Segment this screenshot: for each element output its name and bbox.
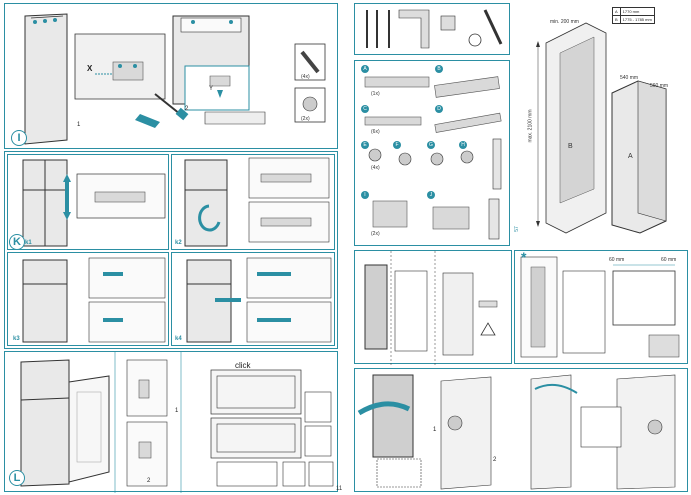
label-step-2: 2 bbox=[185, 106, 189, 112]
dim-air-gap-right: 60 mm bbox=[661, 257, 677, 263]
table-value-a: 1770 mm bbox=[619, 7, 655, 16]
dim-width: 540 mm bbox=[620, 75, 639, 81]
qty-part-c: (6x) bbox=[371, 129, 380, 135]
panel-i-door-hinge: I X Y 1 2 (4x) (2x) bbox=[4, 3, 338, 149]
table-header-b: B bbox=[612, 15, 621, 24]
step-k1-label: k1 bbox=[25, 240, 32, 246]
part-c-marker: C bbox=[361, 105, 369, 113]
parts-illustration bbox=[364, 76, 502, 240]
page-number: 11 bbox=[336, 486, 343, 492]
dim-max-height: max. 2100 mm bbox=[527, 109, 534, 143]
label-y: Y bbox=[209, 86, 214, 92]
panel-door-installation: 1 2 bbox=[354, 368, 688, 492]
label-step-1: 1 bbox=[77, 122, 81, 128]
door-installation-illustration bbox=[357, 374, 676, 490]
qty-part-a: (1x) bbox=[371, 91, 380, 97]
table-value-b: 1775 - 1785 mm bbox=[619, 15, 655, 24]
panel-k-illustration bbox=[22, 157, 332, 343]
niche-ventilation-illustration bbox=[364, 251, 498, 365]
panel-parts: A B C D E F G H I J (1x) (6x) (4x) (2x) bbox=[354, 60, 510, 246]
part-b-marker: B bbox=[435, 65, 443, 73]
part-f-marker: F bbox=[393, 141, 401, 149]
panel-l-door-handle: L click 1 2 bbox=[4, 351, 338, 493]
document-code: 57 bbox=[513, 226, 520, 232]
label-l-step-1: 1 bbox=[175, 408, 179, 414]
part-e-marker: E bbox=[361, 141, 369, 149]
panel-niche-ventilation bbox=[354, 250, 512, 365]
panel-k-door-reversal: K k1 k2 k3 k4 bbox=[4, 151, 338, 349]
tools-illustration bbox=[366, 9, 503, 49]
label-a: A bbox=[628, 153, 633, 160]
label-b: B bbox=[568, 143, 573, 150]
part-i-marker: I bbox=[361, 191, 369, 199]
panel-tools bbox=[354, 3, 510, 55]
label-x: X bbox=[87, 64, 93, 73]
air-gap-illustration bbox=[520, 256, 680, 358]
panel-k-badge: K bbox=[9, 234, 25, 250]
panel-i-badge: I bbox=[11, 130, 27, 146]
step-k3-label: k3 bbox=[13, 336, 20, 342]
part-j-marker: J bbox=[427, 191, 435, 199]
part-d-marker: D bbox=[435, 105, 443, 113]
part-a-marker: A bbox=[361, 65, 369, 73]
panel-l-illustration bbox=[20, 352, 334, 493]
panel-i-illustration bbox=[24, 13, 326, 145]
panel-air-gap: * 60 mm 60 mm bbox=[514, 249, 688, 364]
dimensions-illustration bbox=[536, 22, 667, 234]
part-h-marker: H bbox=[459, 141, 467, 149]
dim-air-gap-left: 60 mm bbox=[609, 257, 625, 263]
dim-depth: 560 mm bbox=[650, 83, 669, 89]
qty-part-i: (2x) bbox=[371, 231, 380, 237]
qty-screws-2x: (2x) bbox=[301, 116, 310, 122]
qty-part-e: (4x) bbox=[371, 165, 380, 171]
door-step-2: 2 bbox=[493, 457, 497, 463]
part-g-marker: G bbox=[427, 141, 435, 149]
door-step-1: 1 bbox=[433, 427, 437, 433]
dim-min-clearance: min. 200 mm bbox=[550, 19, 579, 25]
step-k4-label: k4 bbox=[175, 336, 182, 342]
panel-l-badge: L bbox=[9, 470, 25, 486]
table-header-a: A bbox=[612, 7, 621, 16]
label-click: click bbox=[235, 361, 251, 370]
qty-screws-4x: (4x) bbox=[301, 74, 310, 80]
label-l-step-2: 2 bbox=[147, 478, 151, 484]
step-k2-label: k2 bbox=[175, 240, 182, 246]
asterisk-mark: * bbox=[521, 249, 527, 265]
